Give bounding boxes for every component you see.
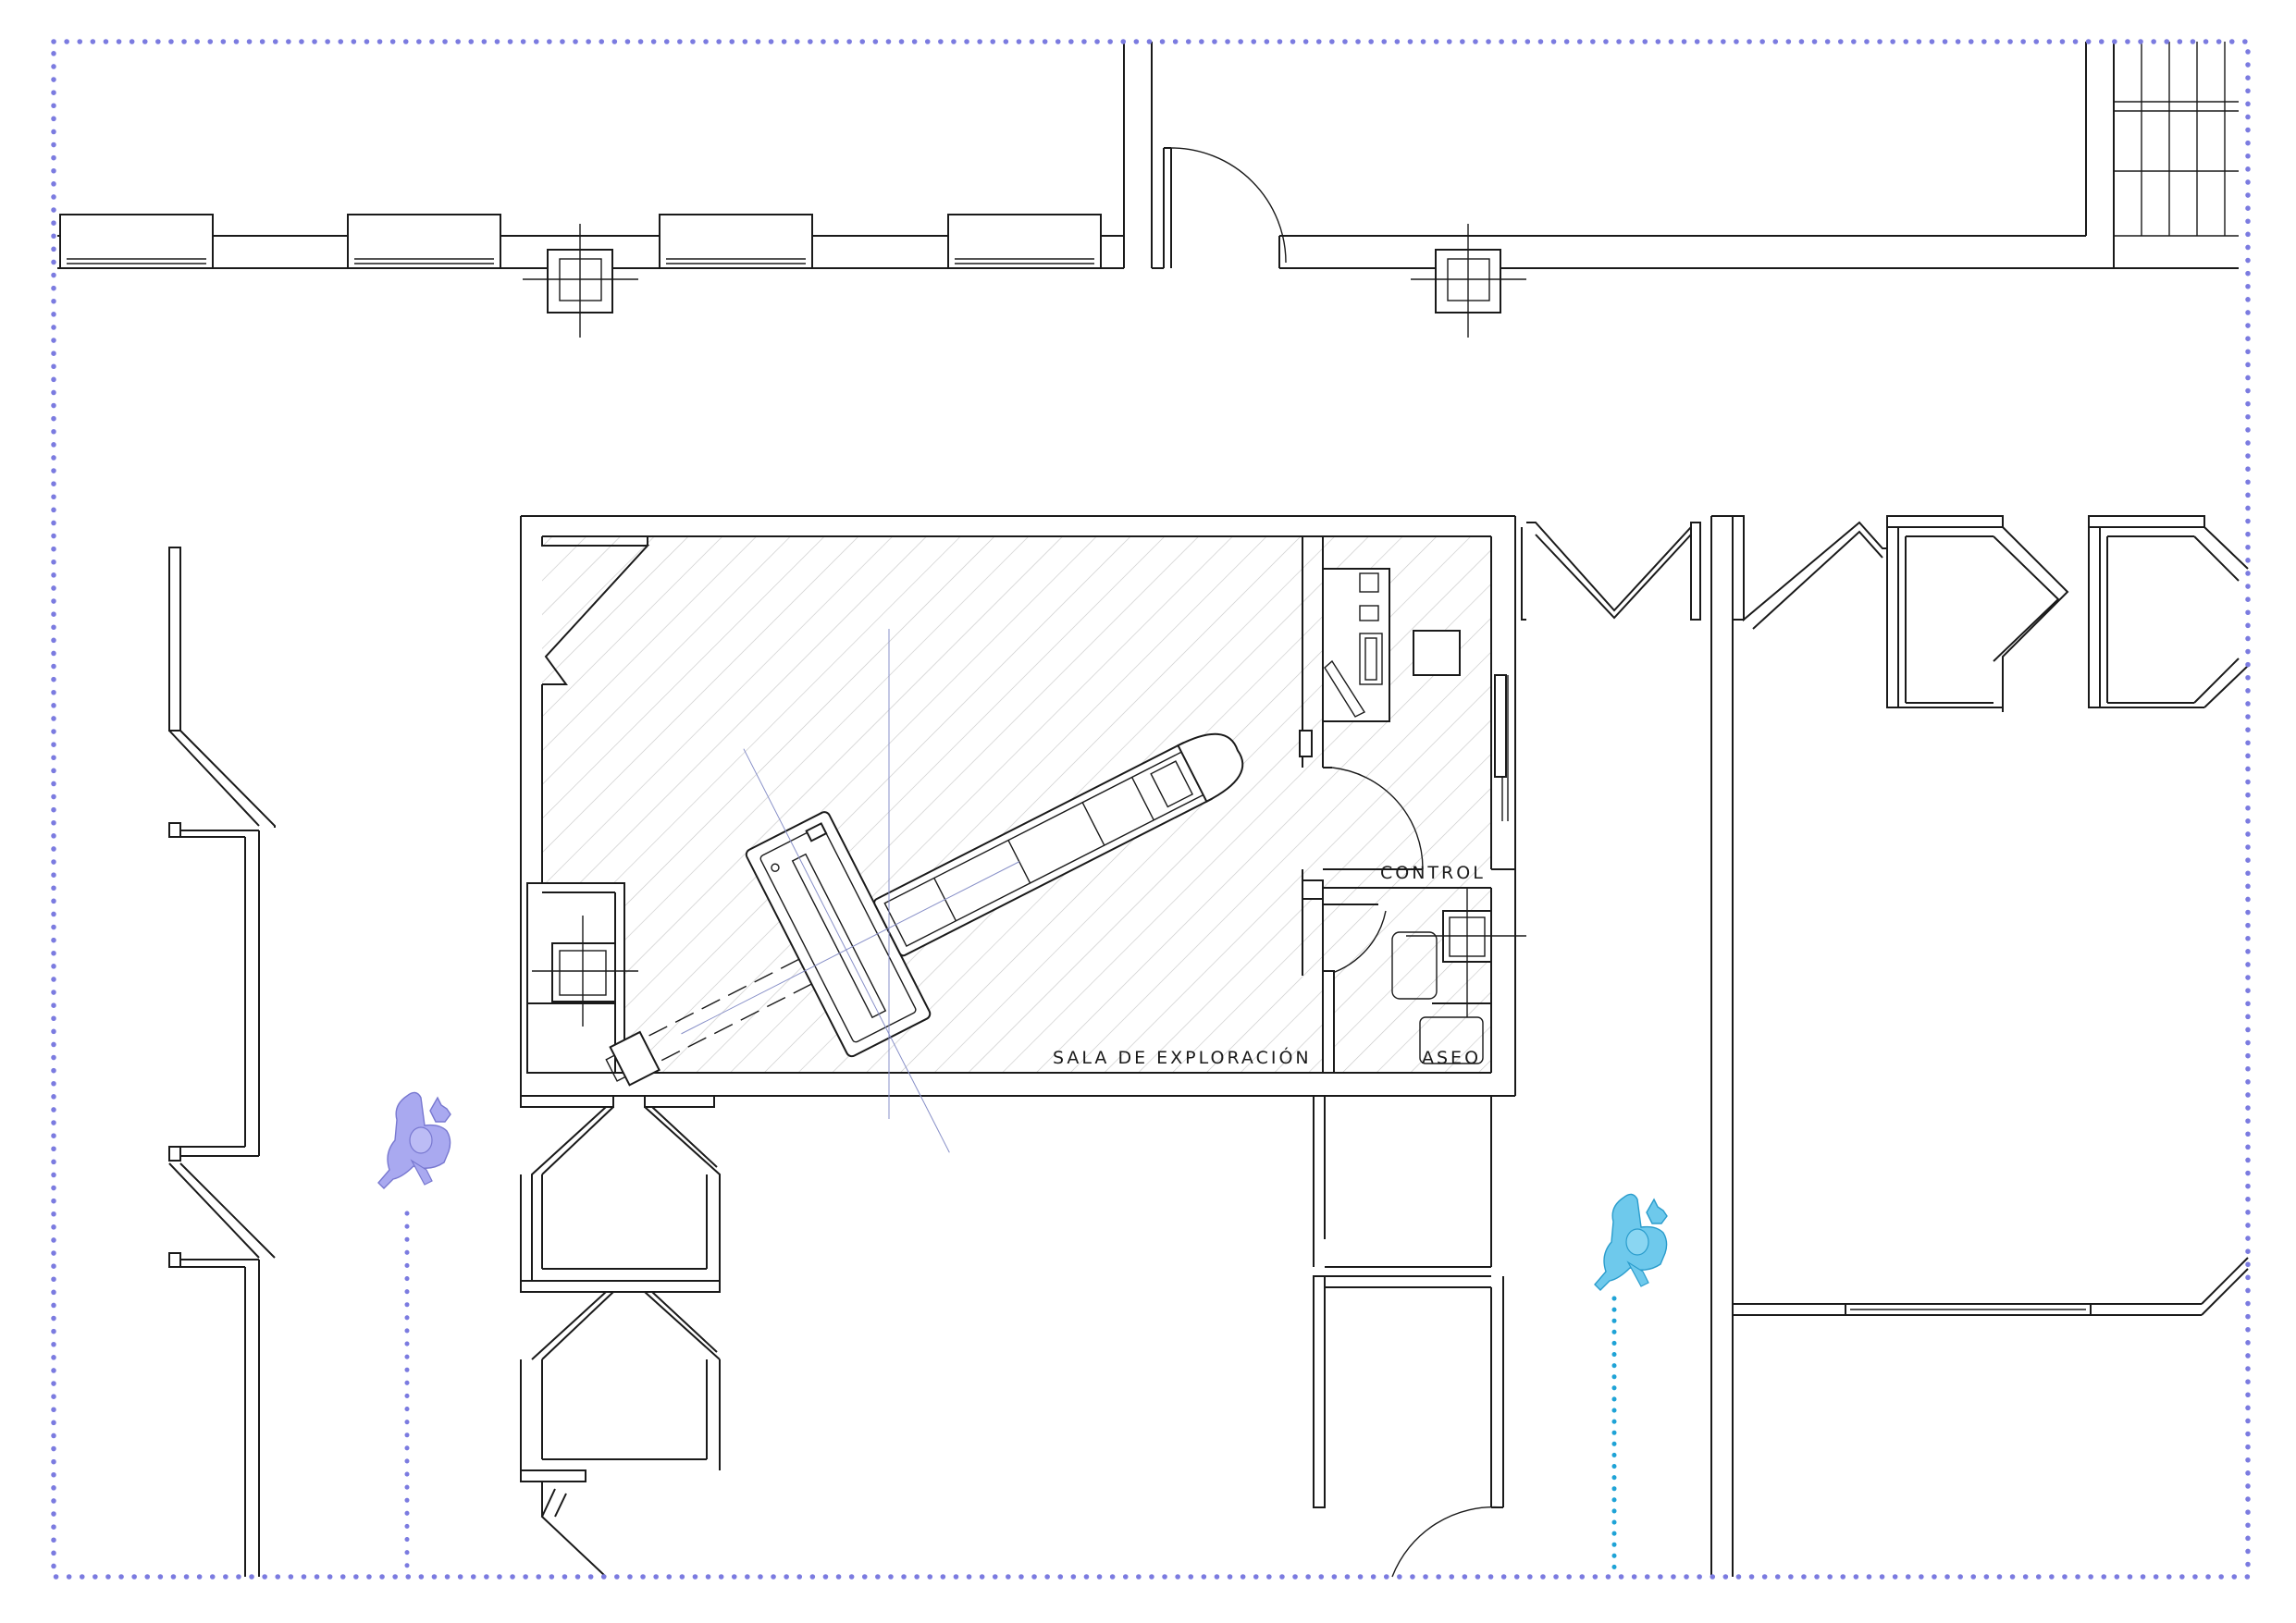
exploration-room-cabinet <box>526 882 638 1074</box>
toilet-room <box>1302 879 1526 1074</box>
exploration-room-floor <box>542 536 1491 1073</box>
window-icon <box>347 214 501 269</box>
middle-right-walls <box>1313 522 1701 1578</box>
column-icon <box>523 224 638 338</box>
room-label-toilet: ASEO <box>1422 1048 1481 1068</box>
window-icon <box>947 214 1102 269</box>
left-wall <box>168 547 276 1577</box>
plan-boundary <box>51 39 2251 1580</box>
room-label-exploration: SALA DE EXPLORACIÓN <box>1053 1046 1312 1068</box>
column-icon <box>1411 224 1526 338</box>
right-section-walls <box>1710 515 2249 1577</box>
lower-cubicles <box>520 1095 721 1578</box>
person-icon <box>1594 1193 1668 1291</box>
ct-scanner-icon <box>605 732 1244 1153</box>
door-swing-icon <box>1170 147 1287 264</box>
window-icon <box>59 214 214 269</box>
door-swing-icon <box>1391 1506 1504 1578</box>
door-swing-icon <box>1331 767 1424 870</box>
person-icon <box>377 1091 451 1189</box>
top-windows <box>59 214 1102 269</box>
control-room <box>1299 536 1516 1096</box>
window-icon <box>659 214 813 269</box>
room-label-control: CONTROL <box>1380 863 1486 883</box>
